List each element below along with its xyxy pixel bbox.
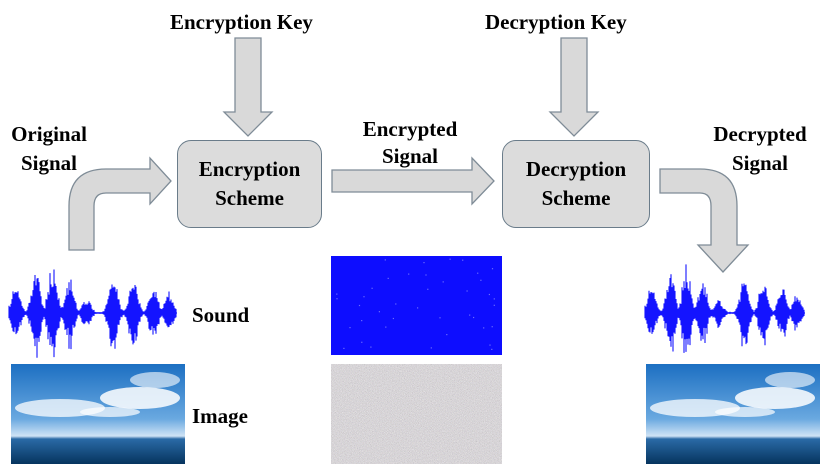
original-signal-label: Original Signal bbox=[0, 120, 98, 178]
image-label: Image bbox=[192, 404, 248, 428]
decryption-scheme-line1: Decryption bbox=[525, 157, 627, 181]
original-sound-waveform bbox=[8, 269, 177, 358]
decryption-to-output-arrow bbox=[659, 168, 750, 273]
encryption-key-label: Encryption Key bbox=[170, 10, 313, 34]
encryption-scheme-label: Encryption Scheme bbox=[199, 155, 301, 213]
encrypted-image-noise bbox=[331, 364, 502, 464]
decryption-key-arrow bbox=[548, 37, 600, 137]
encrypted-sound-speckle bbox=[336, 258, 495, 350]
decrypted-sound-waveform bbox=[644, 264, 805, 353]
original-signal-line1: Original bbox=[11, 122, 87, 146]
decryption-scheme-box: Decryption Scheme bbox=[502, 140, 650, 228]
decrypted-ocean-image bbox=[646, 364, 820, 464]
encryption-scheme-box: Encryption Scheme bbox=[177, 140, 322, 228]
decrypted-signal-line1: Decrypted bbox=[713, 122, 807, 146]
sound-label: Sound bbox=[192, 303, 250, 327]
decrypted-signal-line2: Signal bbox=[731, 151, 789, 175]
decryption-scheme-line2: Scheme bbox=[541, 186, 611, 210]
encrypted-sound-image bbox=[331, 256, 502, 355]
original-to-encryption-arrow bbox=[68, 156, 172, 251]
encryption-scheme-line1: Encryption bbox=[198, 157, 301, 181]
decryption-scheme-label: Decryption Scheme bbox=[526, 155, 626, 213]
encryption-key-arrow bbox=[222, 37, 274, 137]
original-signal-line2: Signal bbox=[20, 151, 78, 175]
encrypted-signal-line2: Signal bbox=[381, 144, 439, 168]
encrypted-signal-arrow bbox=[331, 156, 495, 206]
encrypted-signal-label: Encrypted Signal bbox=[345, 116, 475, 170]
encryption-scheme-line2: Scheme bbox=[215, 186, 284, 210]
encrypted-signal-line1: Encrypted bbox=[362, 117, 458, 141]
original-ocean-image bbox=[11, 364, 185, 464]
decryption-key-label: Decryption Key bbox=[485, 10, 627, 34]
decrypted-signal-label: Decrypted Signal bbox=[700, 120, 820, 178]
